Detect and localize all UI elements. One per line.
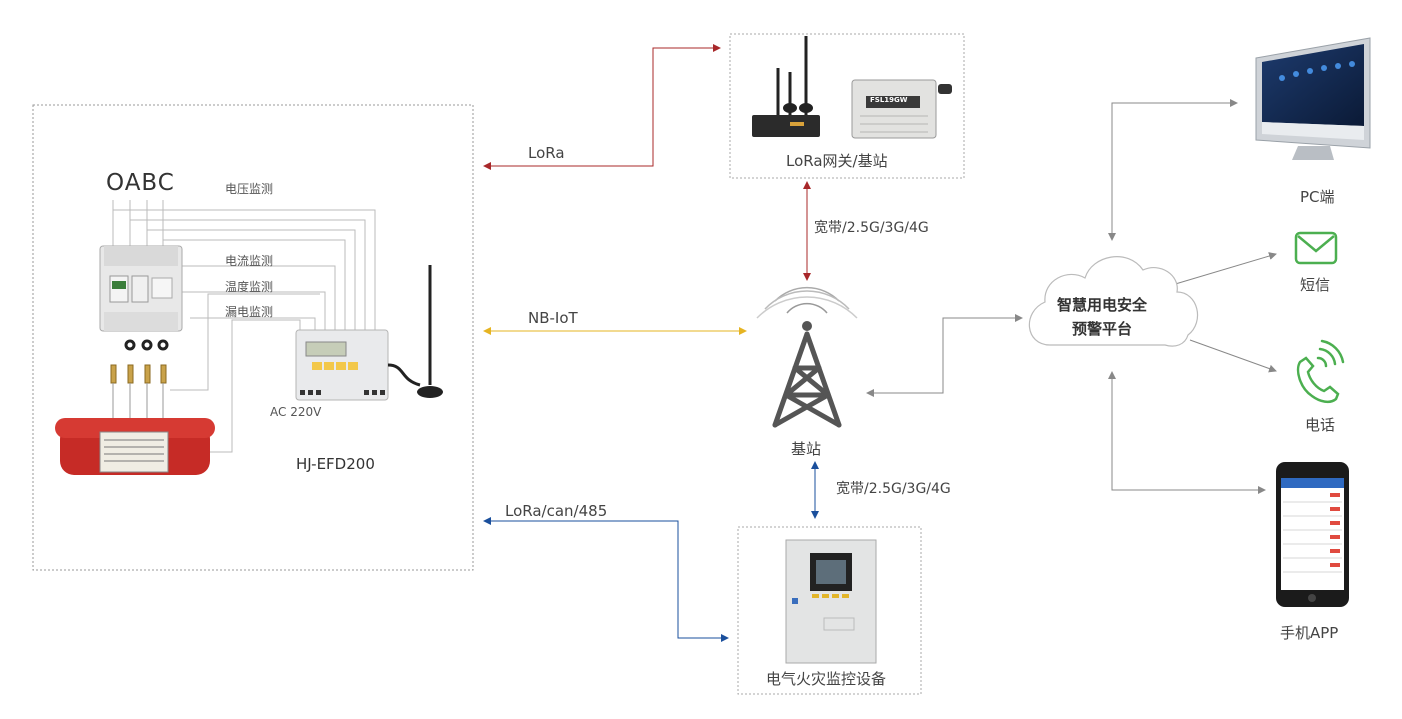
gateway-label: LoRa网关/基站 — [786, 152, 888, 170]
power-label: AC 220V — [270, 405, 322, 419]
tower-platform-link — [866, 314, 1023, 397]
monitor-wires — [112, 200, 376, 453]
lora-router-icon — [752, 36, 820, 137]
device-box-frame — [32, 104, 474, 571]
pc-monitor-icon — [1255, 37, 1371, 160]
platform-pc-link — [1108, 99, 1238, 241]
voltage-monitor-label: 电压监测 — [225, 182, 274, 196]
current-transformers — [124, 339, 169, 351]
broadband-top-label: 宽带/2.5G/3G/4G — [814, 220, 929, 236]
bus-link-label: LoRa/can/485 — [505, 502, 608, 520]
sms-label: 短信 — [1300, 276, 1331, 294]
efd200-device — [295, 265, 443, 401]
phone-label: 电话 — [1305, 416, 1336, 434]
leakage-transformer — [55, 418, 215, 475]
broadband-bottom-label: 宽带/2.5G/3G/4G — [836, 481, 951, 497]
model-label: HJ-EFD200 — [296, 455, 375, 473]
temperature-monitor-label: 温度监测 — [225, 280, 274, 294]
smartphone-icon — [1276, 462, 1349, 607]
gateway-device-text: FSL19GW — [870, 96, 908, 104]
phone-icon — [1296, 339, 1345, 404]
lora-gateway-icon — [851, 79, 952, 139]
platform-name-line1: 智慧用电安全 — [1057, 296, 1148, 314]
current-monitor-label: 电流监测 — [225, 254, 274, 268]
fire-monitor-box-frame — [737, 526, 922, 695]
platform-name-line2: 预警平台 — [1072, 320, 1133, 338]
platform-app-link — [1108, 371, 1266, 494]
tower-label: 基站 — [791, 440, 822, 458]
fire-monitor-label: 电气火灾监控设备 — [766, 670, 887, 688]
sms-icon — [1294, 231, 1338, 265]
lora-link — [483, 44, 721, 170]
temperature-probes — [110, 364, 167, 384]
nbiot-link-label: NB-IoT — [528, 309, 578, 327]
app-label: 手机APP — [1280, 624, 1339, 642]
platform-phone-link — [1189, 339, 1277, 373]
leakage-monitor-label: 漏电监测 — [225, 305, 274, 319]
bus-link — [483, 517, 729, 642]
pc-label: PC端 — [1300, 188, 1335, 206]
lora-link-label: LoRa — [528, 144, 565, 162]
phases-label: OABC — [106, 170, 175, 196]
fire-monitor-cabinet-icon — [785, 539, 877, 664]
platform-sms-link — [1171, 252, 1277, 286]
gateway-box-frame — [729, 33, 965, 179]
circuit-breaker — [99, 245, 183, 332]
tower-icon — [756, 286, 858, 428]
cloud-shape — [1028, 256, 1198, 347]
